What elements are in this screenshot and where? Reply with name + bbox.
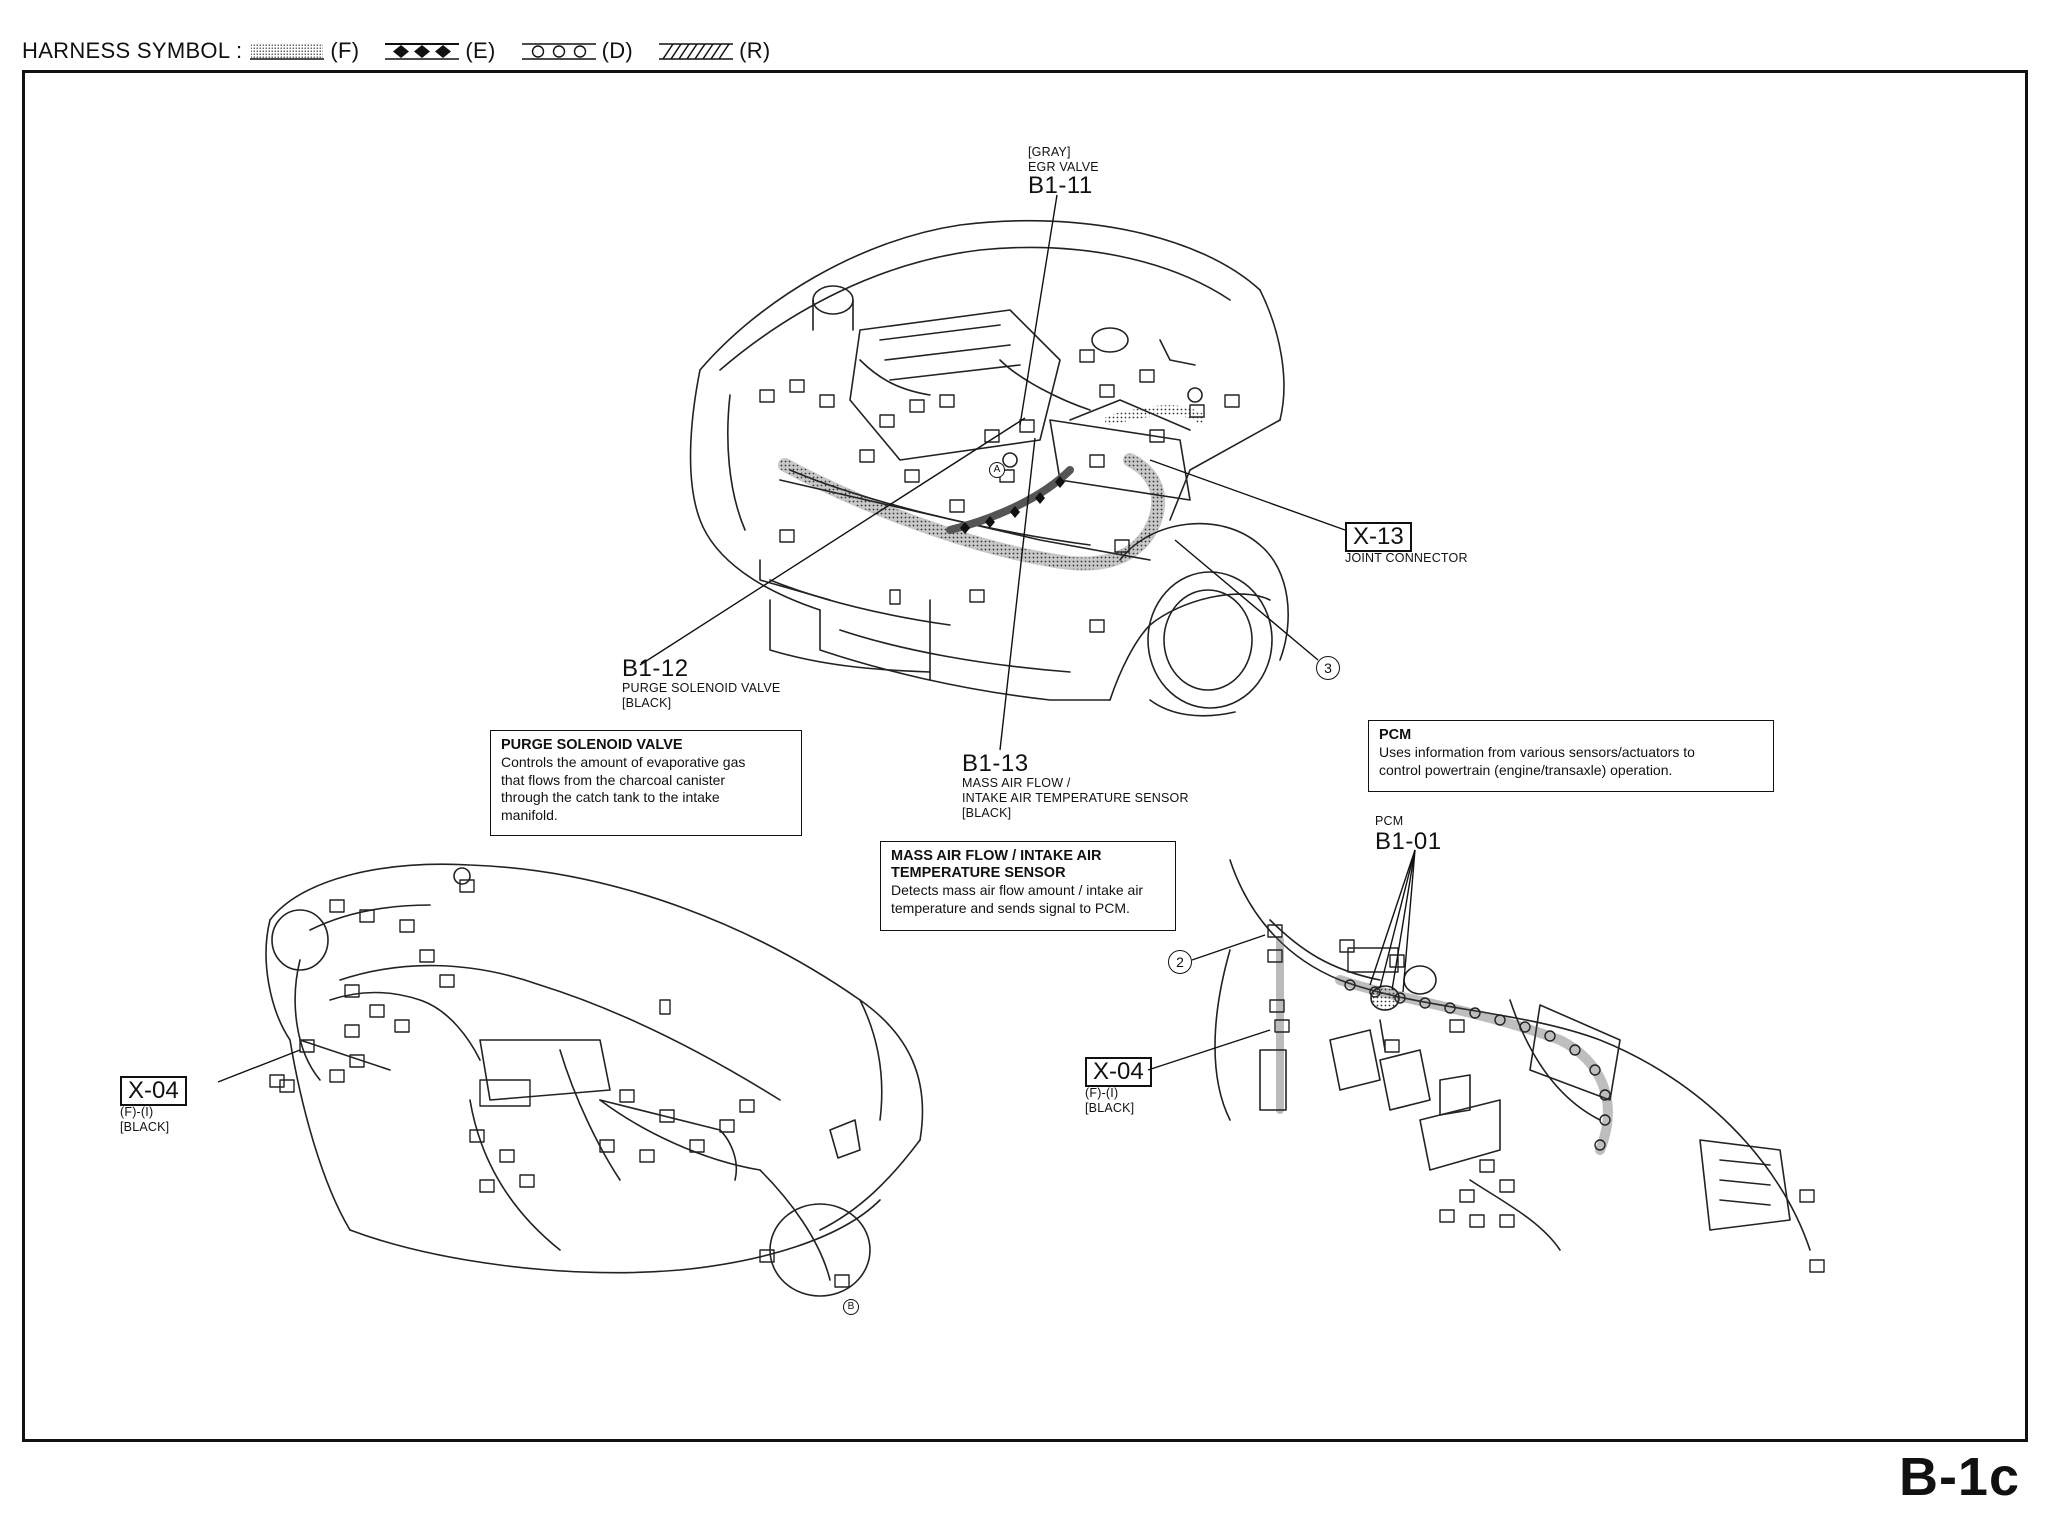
purge-line-1: Controls the amount of evaporative gas <box>501 754 746 770</box>
dotted-fill-swatch <box>250 41 325 61</box>
purge-title: PURGE SOLENOID VALVE <box>501 737 683 753</box>
leader-b1-01-c <box>1391 849 1416 991</box>
x-04-right-code: X-04 <box>1085 1057 1152 1087</box>
x-04-left-harness: (F)-(I) <box>120 1105 154 1119</box>
purge-line-2: that flows from the charcoal canister <box>501 771 726 788</box>
purge-solenoid-description: PURGE SOLENOID VALVE Controls the amount… <box>490 730 802 836</box>
b1-13-name-line1: MASS AIR FLOW / <box>962 776 1071 790</box>
x-13-code: X-13 <box>1345 522 1412 552</box>
b1-12-color: [BLACK] <box>622 696 672 710</box>
purge-line-3: through the catch tank to the intake <box>501 789 720 805</box>
leader-b1-12 <box>639 417 1026 666</box>
x-04-left-code: X-04 <box>120 1076 187 1106</box>
legend-title: HARNESS SYMBOL : <box>22 38 243 63</box>
x-13-name: JOINT CONNECTOR <box>1345 551 1468 565</box>
b1-12-name: PURGE SOLENOID VALVE <box>622 681 781 695</box>
page-number: B-1c <box>1898 1447 2020 1507</box>
legend-code-f: (F) <box>330 38 360 63</box>
x-04-right-harness: (F)-(I) <box>1085 1086 1119 1100</box>
pcm-title: PCM <box>1379 727 1412 743</box>
callout-a: A <box>989 462 1005 478</box>
legend-code-r: (R) <box>739 38 771 63</box>
hatched-swatch <box>659 41 734 61</box>
pcm-description: PCM Uses information from various sensor… <box>1368 720 1774 792</box>
b1-11-name: EGR VALVE <box>1028 160 1099 174</box>
b1-13-name-line2: INTAKE AIR TEMPERATURE SENSOR <box>962 791 1189 805</box>
diamond-swatch <box>385 41 460 61</box>
x-04-left-color: [BLACK] <box>120 1120 170 1134</box>
leader-x-04-left <box>217 1049 301 1083</box>
leader-x-04-right <box>1147 1029 1271 1071</box>
leader-callout-2 <box>1191 934 1266 961</box>
leader-b1-01-d <box>1402 849 1416 993</box>
b1-01-code: B1-01 <box>1375 828 1442 855</box>
maf-title-2: TEMPERATURE SENSOR <box>891 865 1066 881</box>
b1-01-name: PCM <box>1375 814 1404 828</box>
b1-11-color: [GRAY] <box>1028 145 1071 159</box>
leader-b1-01-b <box>1379 849 1416 989</box>
maf-line-1: Detects mass air flow amount / intake ai… <box>891 882 1144 898</box>
leader-b1-01-a <box>1369 849 1416 986</box>
legend-code-d: (D) <box>601 38 634 63</box>
callout-b: B <box>843 1299 859 1315</box>
x-04-right-color: [BLACK] <box>1085 1101 1135 1115</box>
b1-13-color: [BLACK] <box>962 806 1012 820</box>
b1-11-code: B1-11 <box>1028 172 1093 199</box>
legend-code-e: (E) <box>465 38 496 63</box>
b1-13-code: B1-13 <box>962 750 1029 777</box>
maf-title-1: MASS AIR FLOW / INTAKE AIR <box>891 848 1102 864</box>
circle-swatch <box>521 41 596 61</box>
dashboard-right-drawing <box>1214 859 1811 1251</box>
dashboard-left-drawing <box>265 863 924 1297</box>
pcm-line-1: Uses information from various sensors/ac… <box>1379 744 1695 760</box>
diagram-frame <box>22 70 2028 1442</box>
leader-callout-3 <box>1174 539 1319 661</box>
callout-3: 3 <box>1316 656 1340 680</box>
maf-line-2: temperature and sends signal to PCM. <box>891 899 1130 916</box>
leader-b1-11 <box>1019 194 1058 426</box>
harness-symbol-legend: HARNESS SYMBOL : (F) (E) (D) (R) <box>22 36 789 66</box>
purge-line-4: manifold. <box>501 806 558 823</box>
maf-sensor-description: MASS AIR FLOW / INTAKE AIR TEMPERATURE S… <box>880 841 1176 931</box>
b1-12-code: B1-12 <box>622 655 689 682</box>
pcm-line-2: control powertrain (engine/transaxle) op… <box>1379 761 1673 778</box>
leader-b1-13 <box>999 437 1036 751</box>
leader-x-13 <box>1149 459 1346 531</box>
callout-2: 2 <box>1168 950 1192 974</box>
